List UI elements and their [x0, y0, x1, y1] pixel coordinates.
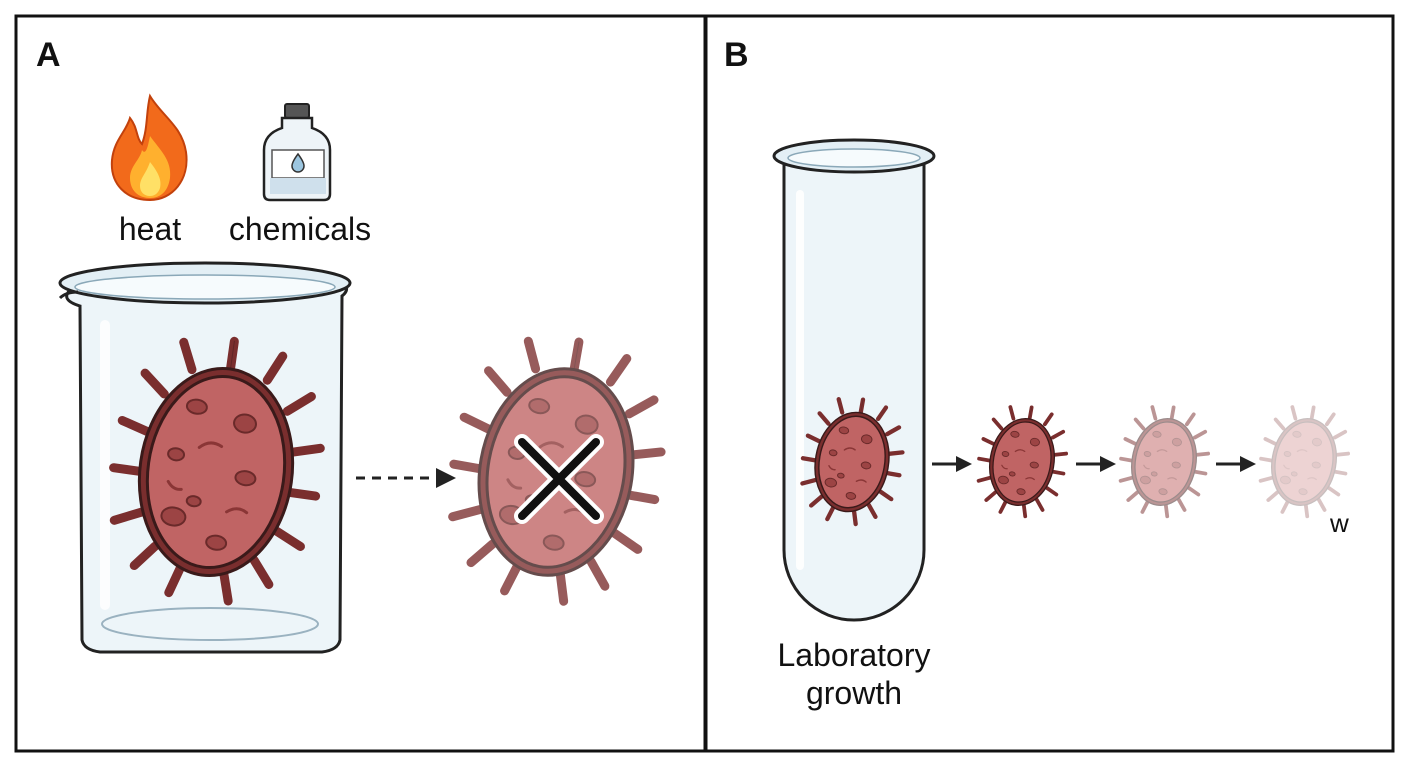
arrow-2 [1076, 456, 1116, 472]
bacterium-passage-3 [1250, 398, 1358, 524]
tube-label-line1: Laboratory [778, 637, 931, 673]
arrow-1 [932, 456, 972, 472]
dashed-arrow [356, 468, 456, 488]
chemicals-label: chemicals [229, 211, 371, 247]
tube-label-line2: growth [806, 675, 902, 711]
fade-label: w [1329, 508, 1349, 538]
x-mark-icon [514, 434, 604, 524]
panel-b-letter: B [724, 36, 749, 74]
panel-a-letter: A [36, 36, 61, 74]
bacterium-passage-2 [1110, 398, 1218, 524]
bacterium-passage-1 [968, 398, 1076, 524]
arrow-3 [1216, 456, 1256, 472]
panel-b-frame [703, 14, 1395, 753]
test-tube-icon [772, 138, 936, 622]
heat-label: heat [119, 211, 181, 247]
chemical-bottle-icon [262, 103, 332, 202]
flame-icon [110, 93, 188, 202]
